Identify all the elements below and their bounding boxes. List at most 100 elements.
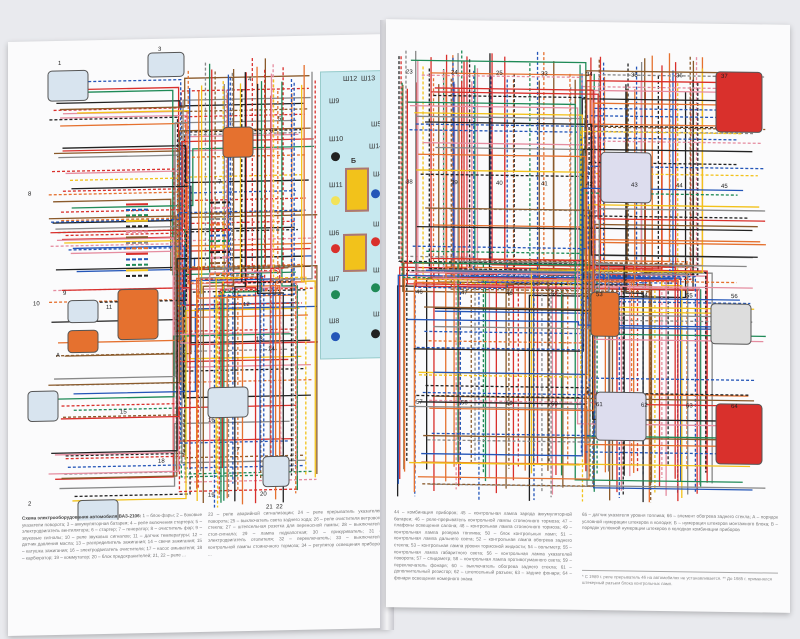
wire <box>432 89 757 282</box>
component-number: 24 <box>451 70 458 77</box>
wire <box>431 91 766 222</box>
wire <box>63 414 305 459</box>
tail-lamp <box>715 71 763 133</box>
wire <box>408 405 766 489</box>
component-number: 64 <box>731 403 738 411</box>
wire <box>406 88 515 481</box>
connector-dot <box>331 244 340 254</box>
component-number: 62 <box>641 402 648 409</box>
component-number: 42 <box>586 181 593 189</box>
component-number: 8 <box>28 191 32 198</box>
wire <box>421 187 744 457</box>
connector-label: Ш9 <box>329 98 340 106</box>
component-number: 9 <box>63 290 67 297</box>
wire <box>434 307 751 423</box>
wire <box>533 51 539 501</box>
fan-motor <box>27 390 59 422</box>
component-number: 56 <box>731 293 738 301</box>
caption-column-1: Схема электрооборудования автомобиля ВАЗ… <box>22 512 202 562</box>
wire <box>433 94 738 166</box>
wire <box>422 377 756 396</box>
component-number: 25 <box>496 70 503 77</box>
wire <box>407 318 750 329</box>
component-number: 39 <box>451 180 458 187</box>
wire <box>57 333 291 400</box>
wire <box>405 50 476 463</box>
wire <box>71 185 311 344</box>
wire <box>428 68 707 473</box>
component-number: 5 <box>278 116 282 123</box>
component-number: 45 <box>721 183 728 190</box>
wire <box>62 144 309 184</box>
wire <box>245 72 257 504</box>
wire <box>438 84 653 483</box>
connector-label: Ш12 <box>343 75 358 83</box>
wire <box>301 84 316 478</box>
wire <box>431 107 758 437</box>
component-number: 57 <box>416 399 423 406</box>
component-number: 38 <box>406 179 413 186</box>
wire <box>661 73 683 498</box>
component-number: 48 <box>506 290 513 297</box>
wire <box>418 130 743 378</box>
warning-light-block <box>590 291 620 337</box>
wire <box>413 72 447 493</box>
wire <box>424 137 739 335</box>
wire <box>425 384 751 396</box>
component-number: 58 <box>461 400 468 407</box>
caption-column-2: 23 – реле аварийной сигнализации; 24 – р… <box>208 508 382 557</box>
rear-window-heater <box>710 303 752 345</box>
wire <box>62 147 311 252</box>
component-number: A <box>56 352 61 359</box>
horn <box>67 299 99 324</box>
connector-label: Ш6 <box>329 230 340 238</box>
component-number: 43 <box>631 182 638 189</box>
caption-column-2: 65 – датчик указателя уровня топлива; 66… <box>582 511 778 533</box>
wire <box>413 148 753 352</box>
wire <box>281 81 298 491</box>
wire <box>418 153 754 448</box>
wire <box>189 88 274 472</box>
wire <box>59 75 310 111</box>
component-number: 35 <box>631 72 638 79</box>
wire <box>55 96 311 230</box>
connector-dot <box>331 290 340 300</box>
component-number: 17 <box>233 447 240 454</box>
wire <box>202 68 235 503</box>
wire <box>60 404 297 420</box>
component-number: 33 <box>541 71 548 78</box>
component-number: 20 <box>260 491 267 498</box>
wire <box>73 305 318 395</box>
connector-label: Ш13 <box>361 75 376 83</box>
headlamp <box>47 69 89 102</box>
wire <box>270 67 284 470</box>
component-number: 60 <box>551 401 558 408</box>
wire <box>530 68 704 474</box>
component-number: 10 <box>33 301 40 308</box>
connector-label: Ш7 <box>329 276 340 284</box>
component-number: 18 <box>158 458 165 465</box>
component-number: 12 <box>243 301 250 309</box>
distributor <box>117 288 159 341</box>
wire <box>215 83 242 473</box>
wire <box>422 66 584 502</box>
wire <box>407 101 743 483</box>
wire <box>225 89 298 476</box>
wire <box>54 119 297 380</box>
component-number: 7 <box>218 179 222 186</box>
wire <box>56 237 290 336</box>
connector-label: Ш11 <box>329 181 343 190</box>
wire <box>425 207 755 402</box>
coil <box>262 455 290 488</box>
wire <box>421 393 749 465</box>
connector-dot <box>331 332 340 342</box>
connector-label: Ш8 <box>329 318 340 326</box>
component-number: 63 <box>686 403 693 410</box>
wire <box>457 53 610 472</box>
connector-dot <box>331 152 340 162</box>
wire <box>541 87 572 492</box>
wire <box>429 140 762 404</box>
component-number: 13 <box>256 336 263 343</box>
caption-column-1: 44 – комбинация приборов; 45 – контрольн… <box>394 509 572 582</box>
wire <box>425 121 758 258</box>
